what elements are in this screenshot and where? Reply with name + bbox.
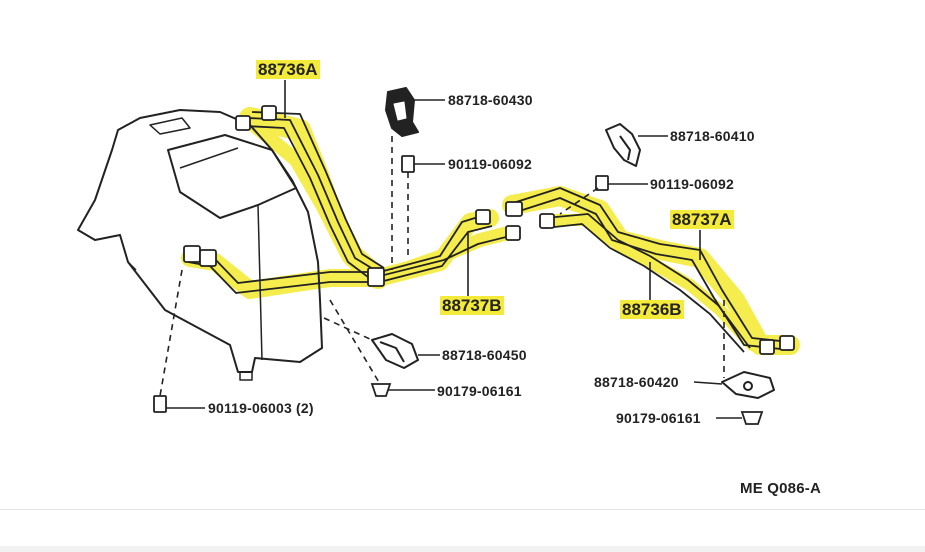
part-label-90119-06092-top: 90119-06092 [448, 156, 532, 172]
part-number-text: 88737B [440, 296, 504, 315]
footer-divider [0, 509, 925, 510]
part-label-88737A: 88737A [670, 210, 734, 230]
clamp-parts [371, 87, 775, 399]
part-label-90119-06003: 90119-06003 (2) [208, 400, 314, 416]
part-label-88736A: 88736A [256, 60, 320, 80]
part-label-88737B: 88737B [440, 296, 504, 316]
part-label-90119-06092-right: 90119-06092 [650, 176, 734, 192]
bolts [153, 155, 764, 425]
part-label-90179-06161-left: 90179-06161 [437, 383, 522, 399]
pipe-lines [187, 111, 791, 353]
part-number-text: 88736B [620, 300, 684, 319]
part-label-88718-60430: 88718-60430 [448, 92, 533, 108]
part-label-88718-60450: 88718-60450 [442, 347, 527, 363]
part-label-90179-06161-right: 90179-06161 [616, 410, 701, 426]
part-label-88718-60420: 88718-60420 [594, 374, 679, 390]
part-label-88736B: 88736B [620, 300, 684, 320]
part-number-text: 88737A [670, 210, 734, 229]
diagram-code: ME Q086-A [740, 480, 821, 497]
footer-bar [0, 546, 925, 552]
part-number-text: 88736A [256, 60, 320, 79]
part-label-88718-60410: 88718-60410 [670, 128, 755, 144]
dashed-assembly-lines [159, 136, 725, 397]
pipe-fittings [183, 105, 795, 355]
leader-lines [166, 80, 742, 419]
